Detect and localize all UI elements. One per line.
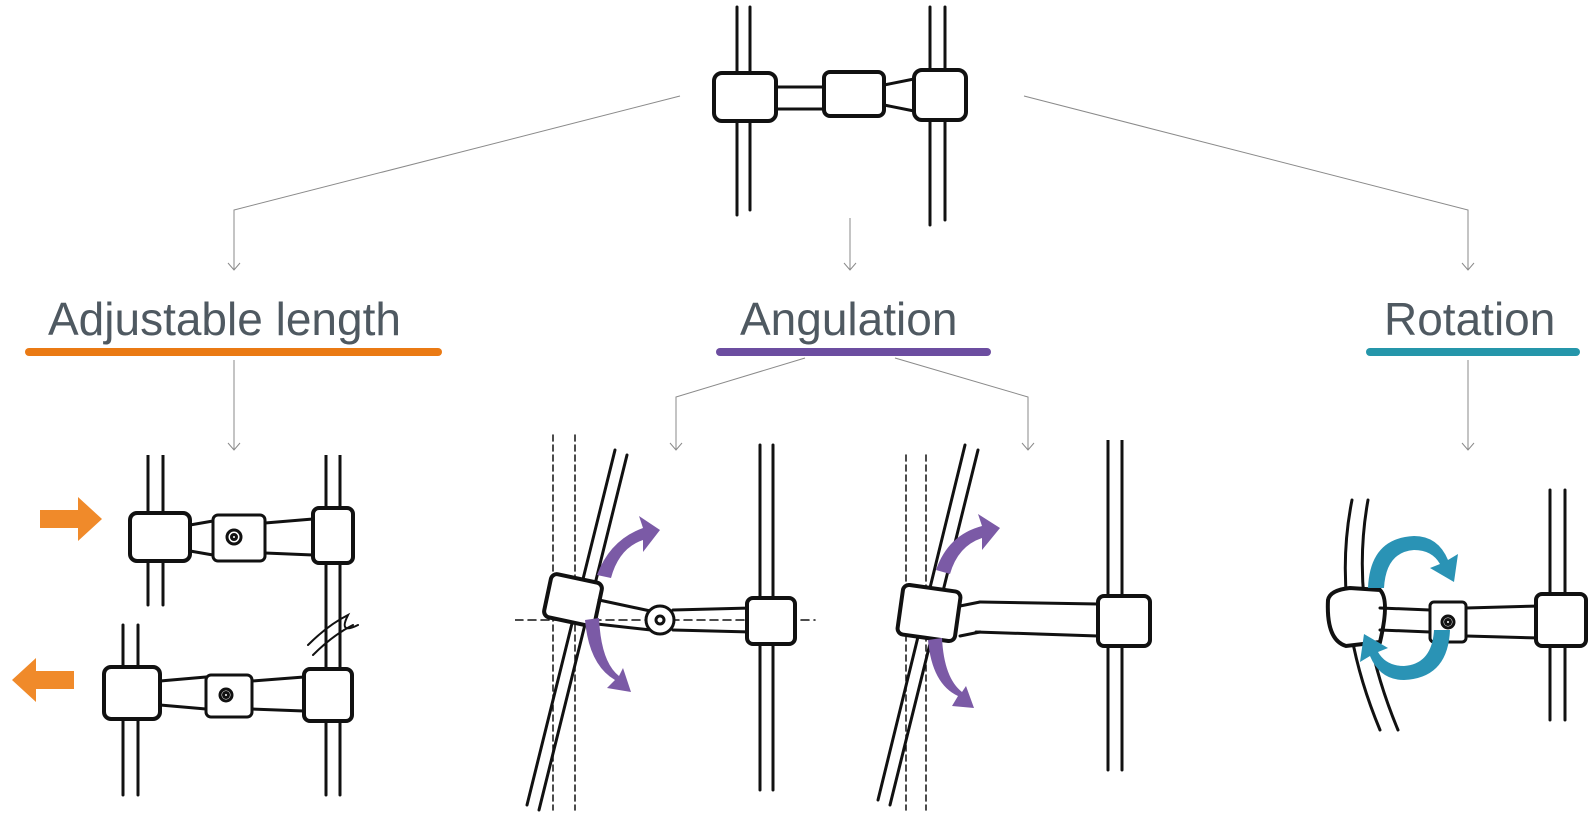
rotation-sketch — [1325, 488, 1588, 732]
adjustable-length-underline — [25, 348, 442, 356]
top-connector-sketch — [712, 5, 968, 227]
angulation-underline — [716, 348, 991, 356]
category-label-adjustable-length: Adjustable length — [48, 293, 401, 345]
circular-arrows-icon — [1360, 536, 1458, 680]
curved-arrows-icon — [928, 514, 1000, 708]
category-label-angulation: Angulation — [740, 293, 958, 345]
curved-arrows-icon — [585, 516, 660, 692]
category-label-rotation: Rotation — [1384, 293, 1556, 345]
rotation-underline — [1366, 348, 1580, 356]
horizontal-arrows-icon — [12, 497, 102, 702]
angulation-sketch-left — [515, 434, 816, 812]
angulation-sketch-right — [876, 440, 1152, 811]
adjustable-length-sketch — [12, 455, 359, 797]
